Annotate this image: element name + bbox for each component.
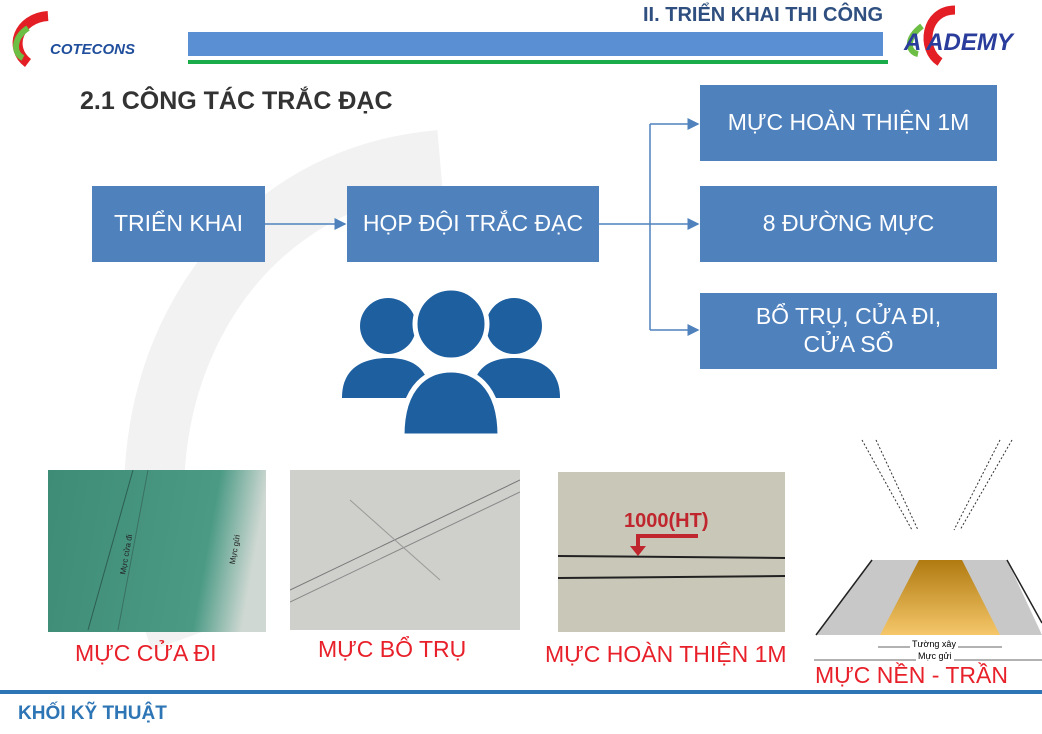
caption-finish-line: MỰC HOÀN THIỆN 1M <box>545 641 787 667</box>
page-subtitle: 2.1 CÔNG TÁC TRẮC ĐẠC <box>80 87 393 115</box>
photo-column-line <box>289 470 521 630</box>
flow-box-start: TRIỂN KHAI <box>92 186 265 262</box>
coteccons-logo: COTECONS <box>12 11 135 67</box>
header-bar <box>188 32 883 56</box>
flow-box-output-2: 8 ĐƯỜNG MỰC <box>700 186 997 262</box>
photo-finish-line: 1000(HT) <box>557 472 786 632</box>
footer-line <box>0 690 1042 694</box>
footer-label: KHỐI KỸ THUẬT <box>18 703 167 724</box>
team-icon <box>342 288 560 439</box>
svg-text:COTECONS: COTECONS <box>50 41 135 58</box>
caption-floor-ceiling: MỰC NỀN - TRẦN <box>815 662 1008 688</box>
caption-door-line: MỰC CỬA ĐI <box>75 640 217 666</box>
diagram-label: Mực gửi <box>916 651 954 661</box>
svg-text:A ADEMY: A ADEMY <box>903 29 1015 56</box>
photo-door-line: Mực cửa đi Mực gửi <box>48 469 266 632</box>
section-title: II. TRIỂN KHAI THI CÔNG <box>643 4 883 26</box>
flow-box-output-3: BỔ TRỤ, CỬA ĐI, CỬA SỔ <box>700 293 997 369</box>
academy-logo: A ADEMY <box>903 5 1015 66</box>
flow-box-meeting: HỌP ĐỘI TRẮC ĐẠC <box>347 186 599 262</box>
flow-arrows <box>265 118 700 336</box>
diagram-label: Tường xây <box>910 639 958 649</box>
floor-ceiling-diagram: Tường xây Mực gửi <box>812 435 1042 663</box>
header-green-line <box>188 60 888 64</box>
photo-label: 1000(HT) <box>624 510 709 532</box>
caption-column-line: MỰC BỔ TRỤ <box>318 636 467 662</box>
flow-box-output-1: MỰC HOÀN THIỆN 1M <box>700 85 997 161</box>
